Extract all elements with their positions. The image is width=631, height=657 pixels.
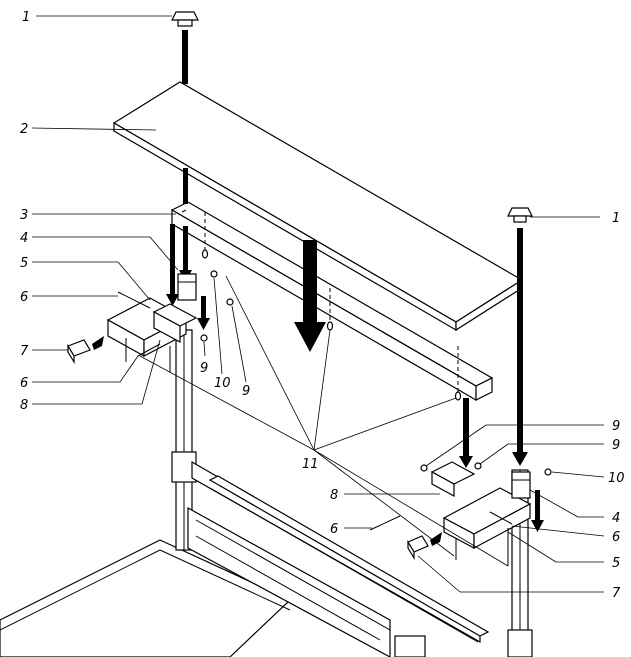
callout-5-left: 5 (20, 256, 28, 271)
big-down-arrow (294, 240, 326, 352)
desk-top-surface (0, 539, 292, 657)
callout-6-left-a: 6 (20, 290, 28, 305)
callout-9-right-b: 9 (612, 438, 620, 453)
leader-lines (31, 15, 605, 593)
callout-6-right-a: 6 (330, 522, 338, 537)
callout-1-right: 1 (612, 211, 620, 226)
callout-7-right: 7 (612, 586, 621, 601)
callout-7-left: 7 (20, 344, 29, 359)
callout-10-left: 10 (214, 376, 231, 391)
callout-labels: 1 2 3 4 5 6 7 6 8 9 10 9 1 11 9 9 10 8 4… (20, 10, 625, 601)
callout-10-right: 10 (608, 471, 625, 486)
lower-panel (187, 506, 391, 657)
desk-frame (0, 329, 533, 657)
callout-4-right: 4 (612, 511, 620, 526)
insert-arrow-top (182, 30, 188, 84)
callout-9-left-b: 9 (242, 384, 250, 399)
plug-arrow-left (92, 336, 104, 350)
callout-1-top: 1 (22, 10, 30, 25)
plug-arrow-right (430, 532, 442, 546)
shelf-board (112, 81, 524, 332)
callout-8-left: 8 (20, 398, 28, 413)
insert-arrow-shelf-left (183, 168, 188, 204)
left-bracket-assembly (67, 270, 234, 372)
callout-9-left-a: 9 (200, 361, 208, 376)
screw-axes (204, 212, 459, 392)
callout-3: 3 (20, 208, 28, 223)
insert-arrow-right-long (517, 228, 523, 452)
insert-arrow-right-bar (463, 398, 469, 456)
end-cap-top-left (171, 11, 199, 27)
callout-6-left-b: 6 (20, 376, 28, 391)
end-cap-right (507, 207, 533, 223)
screws-top (201, 249, 462, 401)
callout-11: 11 (302, 457, 319, 472)
right-bracket-assembly (369, 461, 552, 566)
callout-2: 2 (20, 122, 28, 137)
rail-end-cap (394, 635, 426, 657)
right-post-base (507, 629, 533, 657)
callout-8-right: 8 (330, 488, 338, 503)
callout-6-right-b: 6 (612, 530, 620, 545)
rail-slot (208, 475, 490, 637)
callout-4-left: 4 (20, 231, 28, 246)
callout-5-right: 5 (612, 556, 620, 571)
insert-arrow-bar-left (170, 224, 175, 294)
cross-bar (170, 201, 494, 402)
callout-9-right-a: 9 (612, 419, 620, 434)
